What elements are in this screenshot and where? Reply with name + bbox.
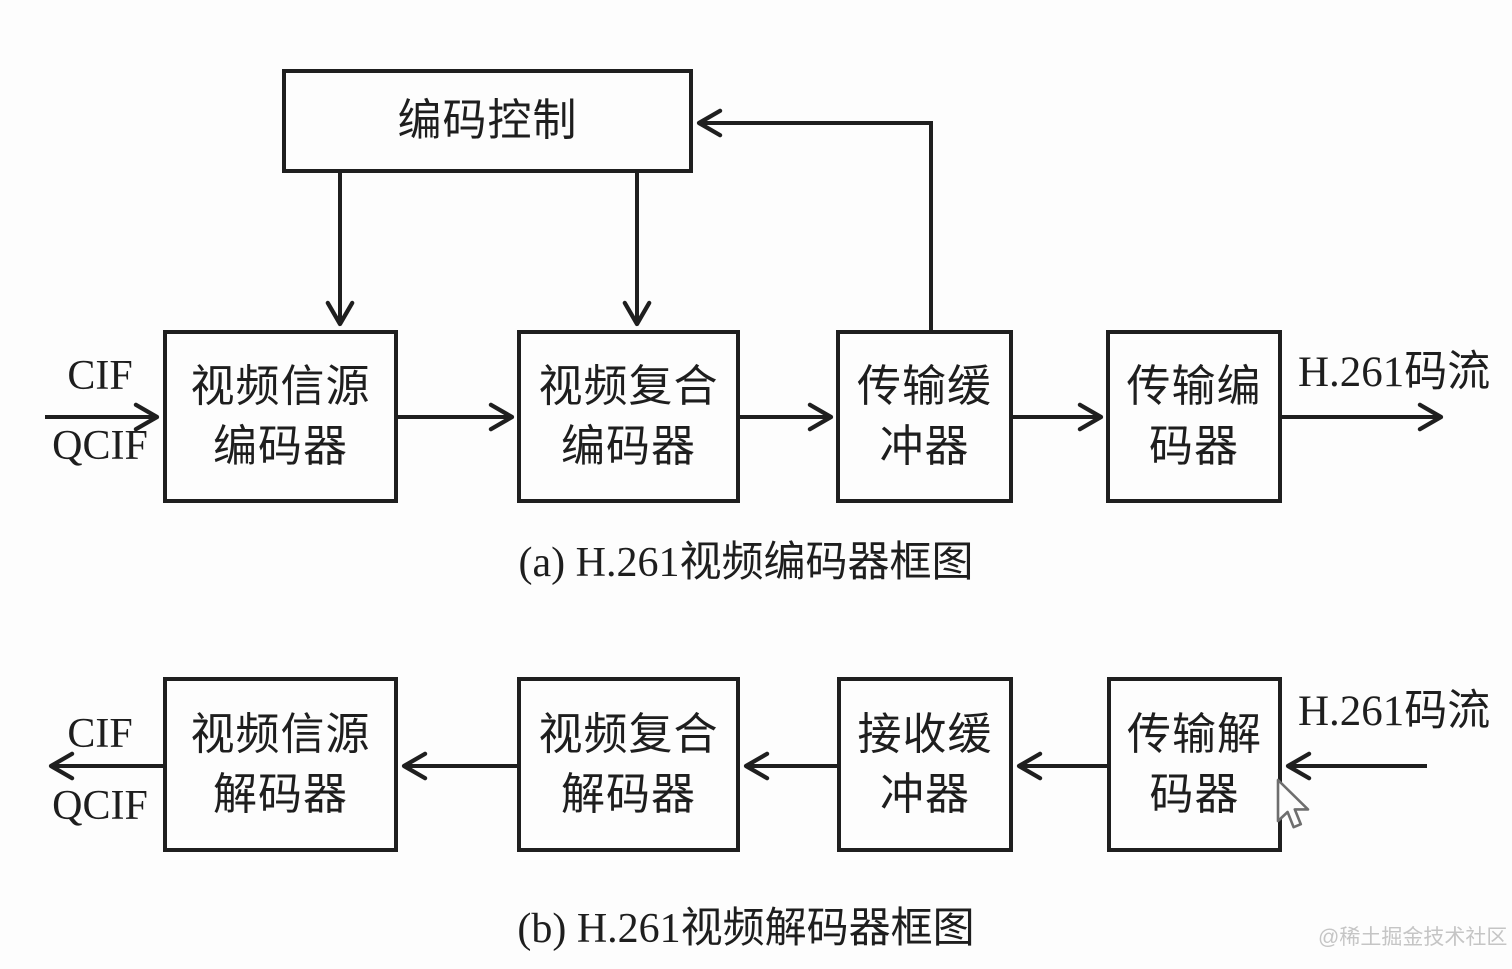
box-label-line: 视频复合: [538, 361, 719, 411]
box-label-line: 视频信源: [190, 361, 371, 411]
encoder-box-transmission-encoder: 传输编 码器: [1106, 330, 1282, 503]
watermark-text: @稀土掘金技术社区: [1318, 926, 1508, 949]
box-label-line: 接收缓: [857, 709, 993, 759]
encoder-box-video-source-encoder: 视频信源 编码器: [163, 330, 398, 503]
decoder-box-video-multiplex-decoder: 视频复合 解码器: [517, 677, 740, 852]
encoder-input-label-cif: CIF: [67, 353, 133, 399]
decoder-box-receive-buffer: 接收缓 冲器: [837, 677, 1013, 852]
box-label-line: 编码器: [561, 421, 696, 471]
arrow-buffer-feedback: [696, 108, 933, 330]
box-label-line: 传输编: [1126, 361, 1262, 411]
encoder-caption: (a) H.261视频编码器框图: [518, 540, 974, 586]
box-label-line: 码器: [1149, 421, 1239, 471]
box-label-line: 传输缓: [857, 361, 992, 411]
decoder-output-label-cif: CIF: [67, 711, 133, 757]
box-label-line: 冲器: [880, 769, 970, 819]
decoder-box-video-source-decoder: 视频信源 解码器: [163, 677, 398, 852]
decoder-caption: (b) H.261视频解码器框图: [517, 906, 975, 952]
box-label-line: 编码器: [213, 421, 348, 471]
box-label-line: 冲器: [879, 421, 970, 471]
box-label-line: 视频信源: [190, 709, 371, 759]
box-label-line: 解码器: [561, 769, 696, 819]
encoder-control-label: 编码控制: [397, 96, 578, 145]
mouse-cursor-icon: [1276, 778, 1310, 829]
decoder-box-transmission-decoder: 传输解 码器: [1107, 677, 1282, 852]
encoder-output-stream-label: H.261码流: [1298, 349, 1491, 396]
decoder-input-stream-label: H.261码流: [1298, 688, 1491, 735]
box-label-line: 码器: [1149, 769, 1240, 819]
encoder-box-transmission-buffer: 传输缓 冲器: [836, 330, 1013, 503]
encoder-input-label-qcif: QCIF: [52, 423, 148, 469]
encoder-control-box: 编码控制: [282, 69, 693, 173]
box-label-line: 视频复合: [538, 709, 719, 759]
box-label-line: 解码器: [213, 769, 348, 819]
box-label-line: 传输解: [1127, 709, 1262, 759]
decoder-output-label-qcif: QCIF: [52, 783, 148, 829]
encoder-box-video-multiplex-encoder: 视频复合 编码器: [517, 330, 740, 503]
